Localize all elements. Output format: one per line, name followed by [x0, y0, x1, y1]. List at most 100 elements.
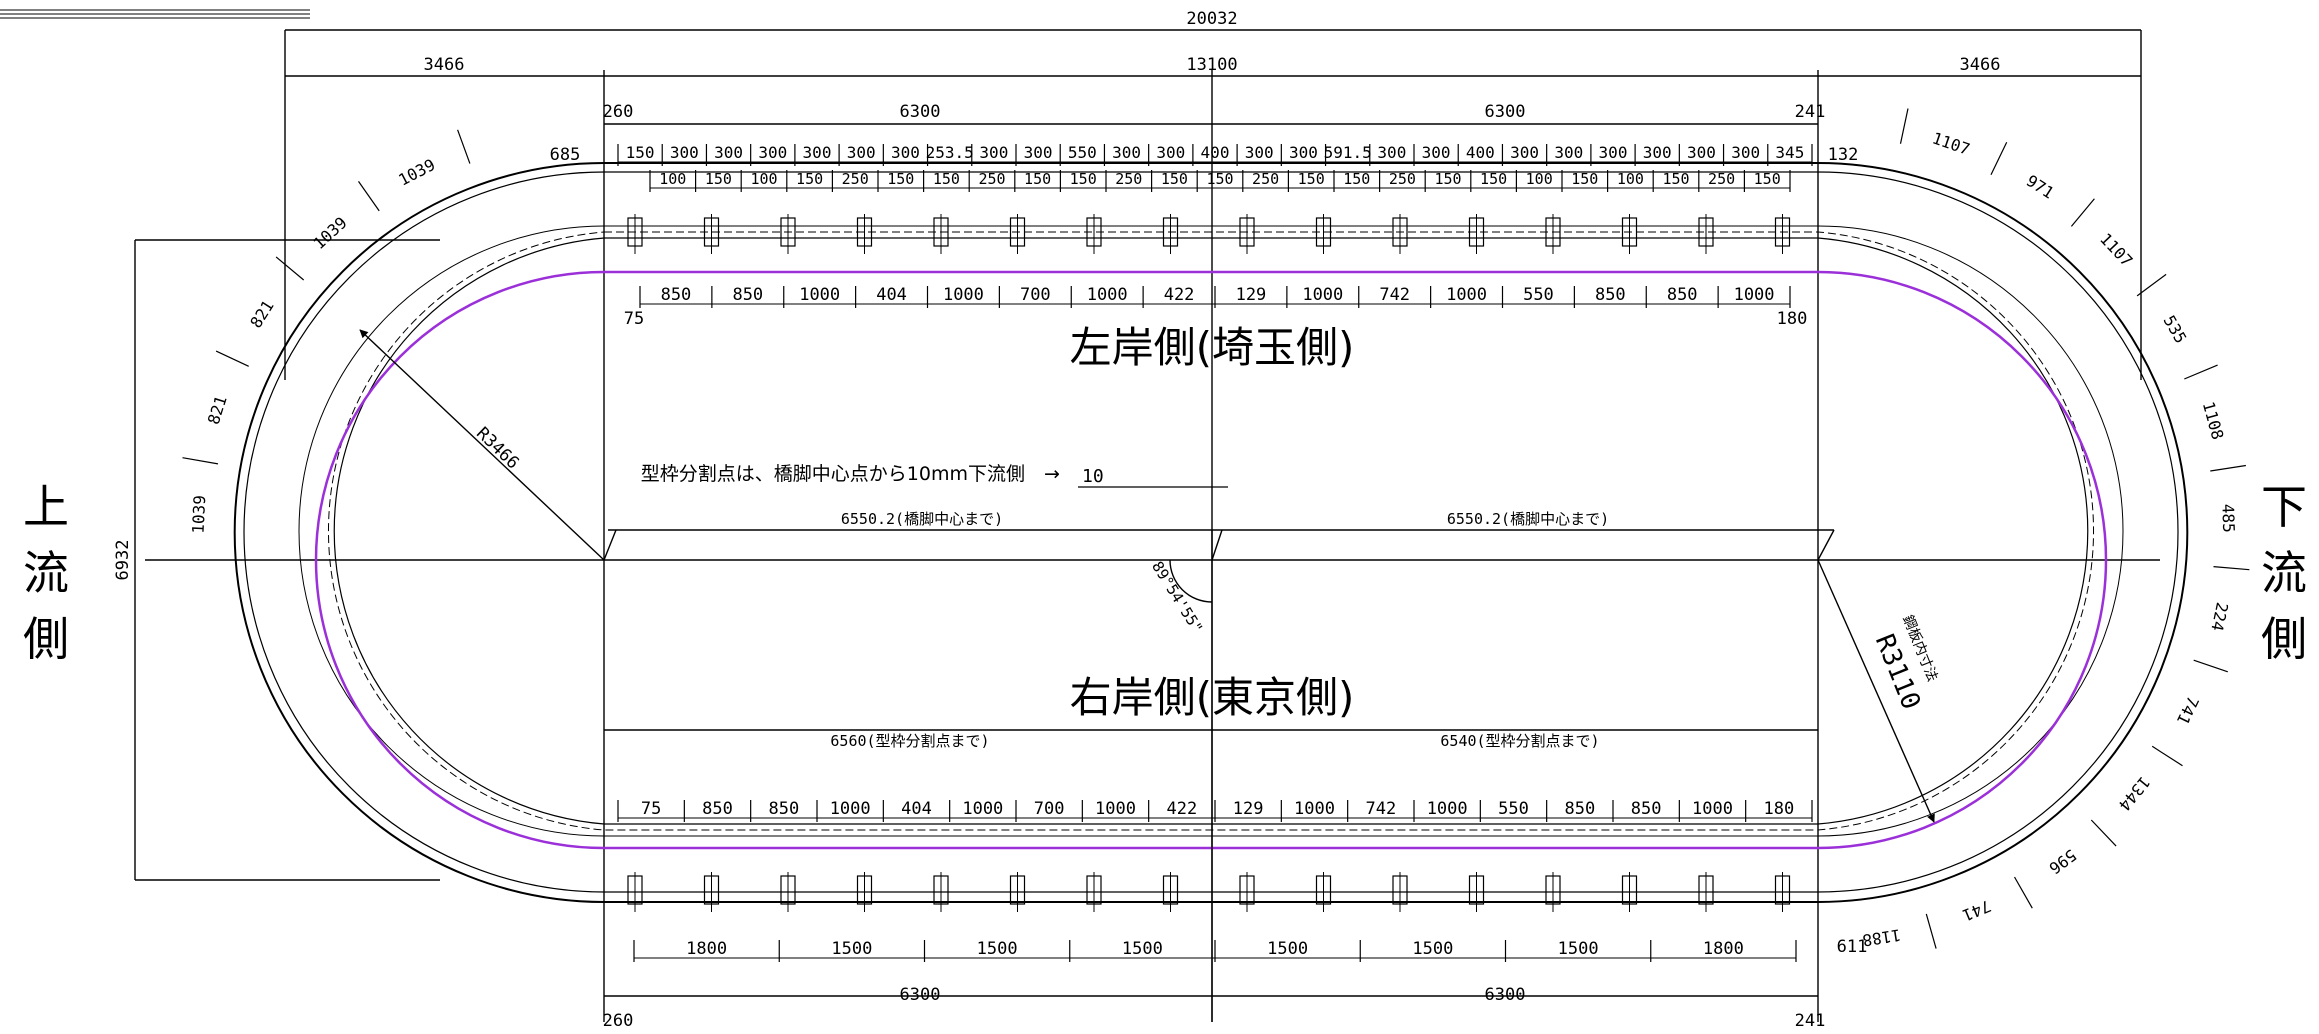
top-row2-dim-24: 250 [1708, 170, 1735, 188]
right-arc-dim-9: 1344 [2115, 773, 2154, 815]
left-arc-dim-5: 1039 [189, 495, 210, 534]
split-left-label: 6560(型枠分割点まで) [830, 732, 989, 750]
top-row1-dim-14: 400 [1201, 143, 1230, 162]
bottom-row1-dim-9: 422 [1166, 799, 1197, 819]
top-row1-dim-5: 300 [803, 143, 832, 162]
left-arc-dim-2: 1039 [309, 213, 350, 253]
right-arc-dim-2: 971 [2023, 171, 2058, 203]
bottom-half-a-label: 6300 [900, 985, 941, 1005]
height-label: 6932 [113, 540, 133, 581]
top-row1-dim-19: 300 [1422, 143, 1451, 162]
top-row1-dim-20: 400 [1466, 143, 1495, 162]
left-arc-dim-3: 821 [246, 297, 278, 332]
top-end-left-label: 685 [550, 145, 581, 165]
top-row1-dim-26: 300 [1731, 143, 1760, 162]
top-row2-dim-19: 150 [1480, 170, 1507, 188]
top-row1-dim-15: 300 [1245, 143, 1274, 162]
right-arc-dim-10: 596 [2045, 845, 2080, 877]
top-row2-dim-23: 150 [1662, 170, 1689, 188]
top-row1-dim-21: 300 [1510, 143, 1539, 162]
form-split-note: 型枠分割点は、橋脚中心点から10mm下流側 [641, 463, 1025, 485]
form-split-value: 10 [1082, 466, 1104, 487]
overall-dimensions [134, 29, 2160, 1022]
bottom-row1-dim-2: 850 [702, 799, 733, 819]
offset-right-label: 241 [1795, 102, 1826, 122]
top-row2-dim-12: 150 [1161, 170, 1188, 188]
right-end-label: 3466 [1960, 55, 2001, 75]
top-row3-dim-14: 850 [1595, 285, 1626, 305]
top-row2-dim-3: 100 [750, 170, 777, 188]
top-row3-dim-15: 850 [1667, 285, 1698, 305]
bottom-row2-dim-8: 1800 [1703, 939, 1744, 959]
bottom-row1-dim-12: 742 [1365, 799, 1396, 819]
top-row1-dim-7: 300 [891, 143, 920, 162]
top-row2-dim-4: 150 [796, 170, 823, 188]
downstream-label: 下 流 側 [2254, 474, 2314, 672]
top-row3-dim-11: 742 [1379, 285, 1410, 305]
top-row2-dim-7: 150 [933, 170, 960, 188]
bottom-row2-dim-7: 1500 [1558, 939, 1599, 959]
bottom-row1-dim-6: 1000 [962, 799, 1003, 819]
top-row2-dim-17: 250 [1389, 170, 1416, 188]
top-row3-dim-3: 1000 [799, 285, 840, 305]
top-row3-dim-4: 404 [876, 285, 907, 305]
top-row1-dim-10: 300 [1024, 143, 1053, 162]
top-row1-dim-24: 300 [1643, 143, 1672, 162]
bottom-row1-dim-5: 404 [901, 799, 932, 819]
bottom-row2-dim-5: 1500 [1267, 939, 1308, 959]
top-row1-dim-13: 300 [1156, 143, 1185, 162]
bottom-row2-dim-1: 1800 [686, 939, 727, 959]
bottom-half-b-label: 6300 [1485, 985, 1526, 1005]
note-arrow: → [1044, 463, 1060, 485]
top-row1-dim-4: 300 [758, 143, 787, 162]
bottom-row2-dim-3: 1500 [977, 939, 1018, 959]
pier-left-label: 6550.2(橋脚中心まで) [841, 510, 1003, 528]
right-arc-dim-8: 741 [2173, 693, 2203, 727]
top-row2-dim-25: 150 [1754, 170, 1781, 188]
top-row3-dim-6: 700 [1020, 285, 1051, 305]
top-row1-dim-1: 150 [626, 143, 655, 162]
right-arc-dim-6: 485 [2218, 504, 2238, 534]
angle-label: 89°54'55" [1148, 558, 1206, 636]
top-row3-dim-12: 1000 [1446, 285, 1487, 305]
right-arc-dim-1: 1107 [1930, 128, 1973, 158]
inner-steel-line [314, 270, 2108, 850]
track-outline [233, 162, 2189, 903]
top-row2-dim-9: 150 [1024, 170, 1051, 188]
upstream-char-2: 流 [23, 546, 69, 600]
top-row1-dim-17: 591.5 [1324, 143, 1372, 162]
radius-leaders [359, 329, 1935, 1022]
half-b-label: 6300 [1485, 102, 1526, 122]
bottom-row1-dim-8: 1000 [1095, 799, 1136, 819]
right-arc-dim-5: 1108 [2199, 399, 2228, 441]
top-row3-dim-10: 1000 [1302, 285, 1343, 305]
top-row2-dim-18: 150 [1434, 170, 1461, 188]
top-row1-dim-9: 300 [979, 143, 1008, 162]
right-arc-dim-7: 224 [2207, 601, 2232, 633]
top-row2-dim-14: 250 [1252, 170, 1279, 188]
bottom-row2-dim-6: 1500 [1412, 939, 1453, 959]
left-end-label: 3466 [424, 55, 465, 75]
top-end-right-label: 132 [1828, 145, 1859, 165]
right-bank-title: 右岸側(東京側) [1070, 673, 1355, 722]
bottom-row1-dim-18: 180 [1763, 799, 1794, 819]
bottom-row1-dim-16: 850 [1631, 799, 1662, 819]
bottom-row1-dim-1: 75 [641, 799, 661, 819]
downstream-char-3: 側 [2261, 612, 2307, 666]
top-row2-dim-20: 100 [1526, 170, 1553, 188]
split-right-label: 6540(型枠分割点まで) [1440, 732, 1599, 750]
total-length-label: 20032 [1186, 9, 1237, 29]
bottom-row1-dim-14: 550 [1498, 799, 1529, 819]
top-row2-dim-22: 100 [1617, 170, 1644, 188]
straight-label: 13100 [1186, 55, 1237, 75]
bottom-row1-dim-10: 129 [1233, 799, 1264, 819]
pier-right-label: 6550.2(橋脚中心まで) [1447, 510, 1609, 528]
top-row3-dim-7: 1000 [1087, 285, 1128, 305]
top-row1-dim-6: 300 [847, 143, 876, 162]
top-row2-dim-1: 100 [659, 170, 686, 188]
bottom-row2-dim-2: 1500 [831, 939, 872, 959]
upstream-char-3: 側 [23, 612, 69, 666]
top-edge-left-label: 75 [624, 309, 644, 329]
